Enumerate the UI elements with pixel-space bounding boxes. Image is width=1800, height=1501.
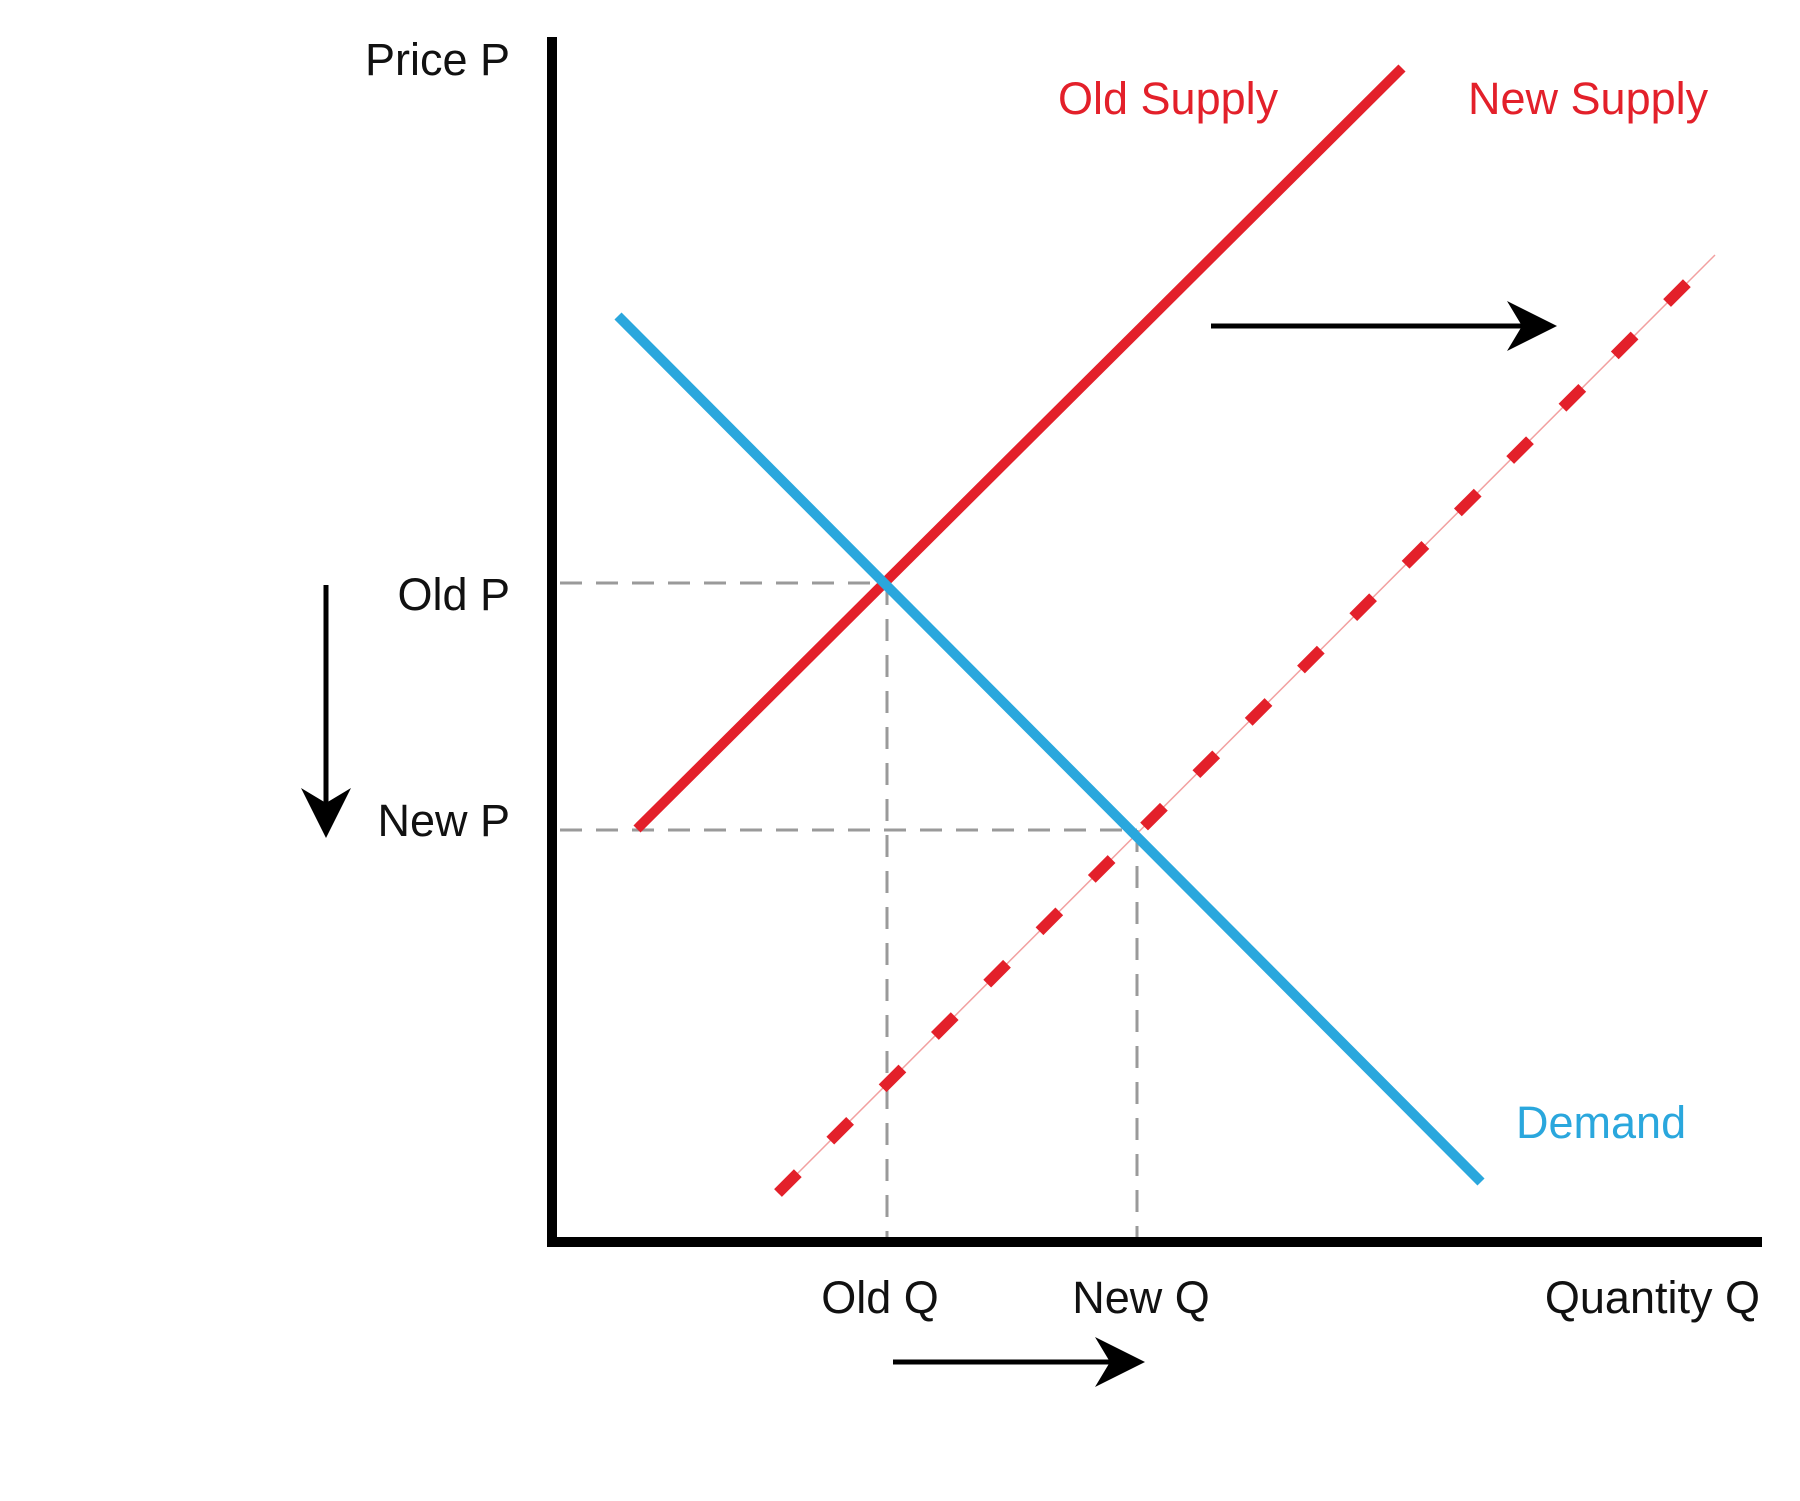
guide-lines	[560, 581, 1139, 1238]
old-quantity-label: Old Q	[821, 1272, 939, 1323]
new-price-label: New P	[377, 795, 510, 846]
new-supply-label: New Supply	[1468, 73, 1709, 124]
new-supply-centerline	[777, 254, 1716, 1194]
new-quantity-label: New Q	[1072, 1272, 1210, 1323]
old-supply-label: Old Supply	[1058, 73, 1279, 124]
demand-label: Demand	[1516, 1097, 1686, 1148]
old-supply-curve	[633, 64, 1406, 833]
demand-curve	[614, 312, 1485, 1186]
y-axis-label: Price P	[365, 34, 510, 85]
x-axis-label: Quantity Q	[1545, 1272, 1760, 1323]
old-price-label: Old P	[397, 569, 510, 620]
axes	[547, 37, 1762, 1247]
